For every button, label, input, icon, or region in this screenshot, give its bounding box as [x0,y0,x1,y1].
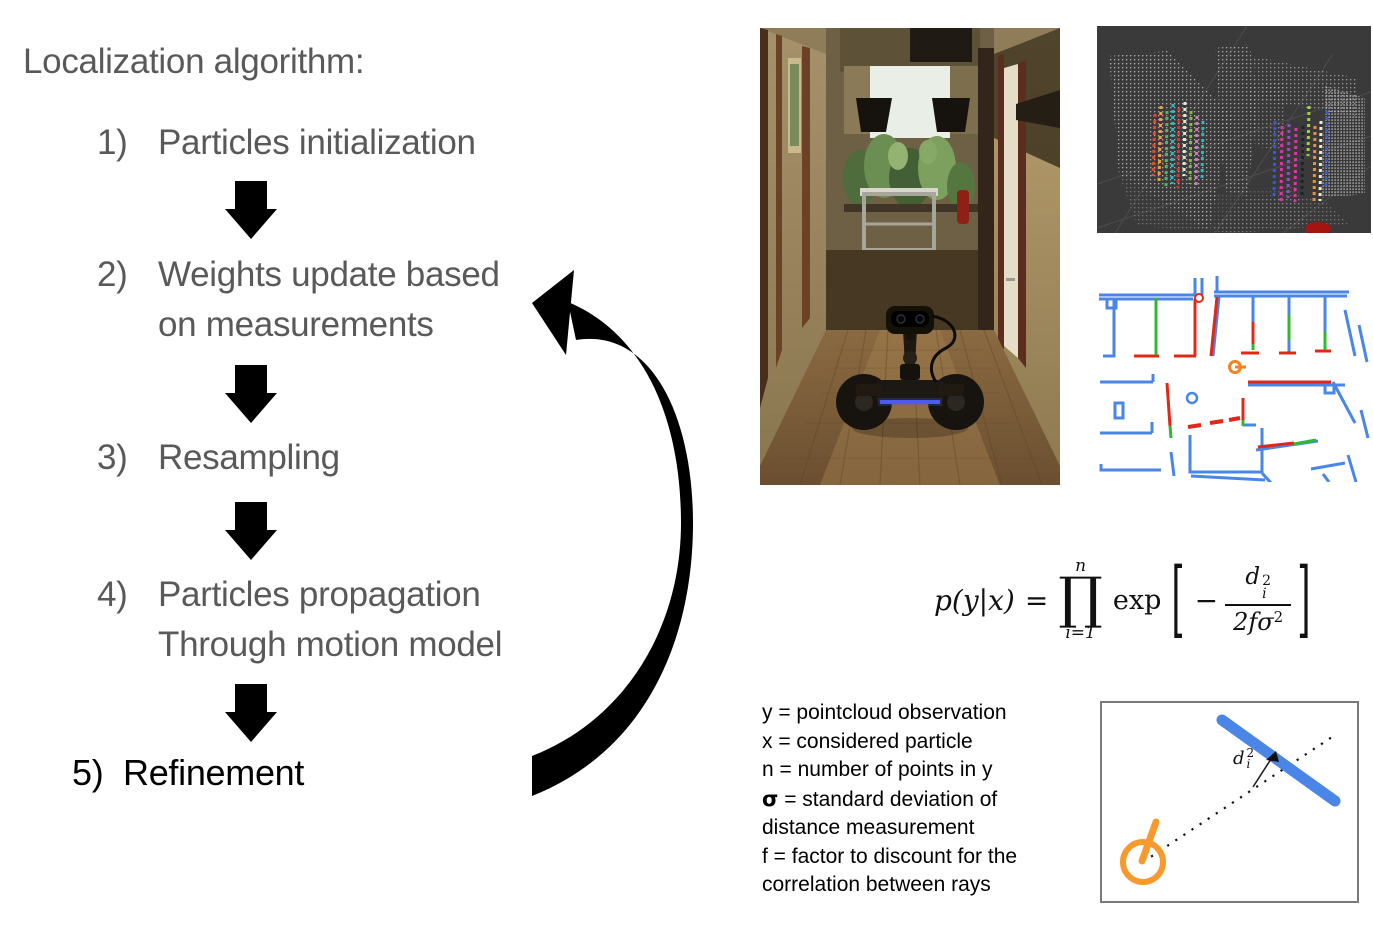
robot-hallway-photo [760,28,1060,485]
legend-line: x = considered particle [762,729,973,753]
down-arrow-icon [225,502,277,560]
down-arrow-icon [225,181,277,239]
step-4-number: 4) [97,575,128,614]
step-3: 3) Resampling [97,433,340,483]
step-5-number: 5) [72,752,104,793]
step-2-label: Weights update based on measurements [158,255,500,344]
step-4: 4) Particles propagation Through motion … [97,570,503,670]
legend-line: n = number of points in y [762,758,993,781]
step-3-label: Resampling [158,438,340,477]
step-2: 2) Weights update based on measurements [97,250,500,350]
formula-minus: − [1194,583,1219,617]
legend-line: σ = standard deviation of [762,786,998,811]
page-title: Localization algorithm: [23,42,365,81]
formula-lhs: p(y|x) [934,583,1015,617]
step-3-number: 3) [97,438,128,477]
map-image [1093,270,1371,482]
down-arrow-icon [225,365,277,423]
step-2-number: 2) [97,255,128,294]
formula-equals: = [1024,583,1049,617]
pointcloud-image [1097,26,1371,233]
step-5: 5) Refinement [72,748,304,798]
legend-line: f = factor to discount for the [762,844,1018,868]
ray-distance-diagram [1100,701,1359,903]
product-operator: n ∏ i=1 [1058,556,1103,643]
variable-legend: y = pointcloud observation x = considere… [762,699,1017,900]
legend-line: correlation between rays [762,873,991,896]
step-1: 1) Particles initialization [97,118,476,168]
step-1-label: Particles initialization [158,123,476,162]
legend-line: distance measurement [762,816,975,839]
step-5-label: Refinement [123,752,305,793]
formula-exp: exp [1112,584,1162,616]
step-1-number: 1) [97,123,128,162]
loop-back-arrow-icon [532,270,693,796]
legend-line: y = pointcloud observation [762,701,1007,724]
step-4-label: Particles propagation Through motion mod… [158,575,503,664]
left-bracket: [ [1171,551,1185,649]
down-arrow-icon [225,684,277,742]
right-bracket: ] [1297,551,1311,649]
